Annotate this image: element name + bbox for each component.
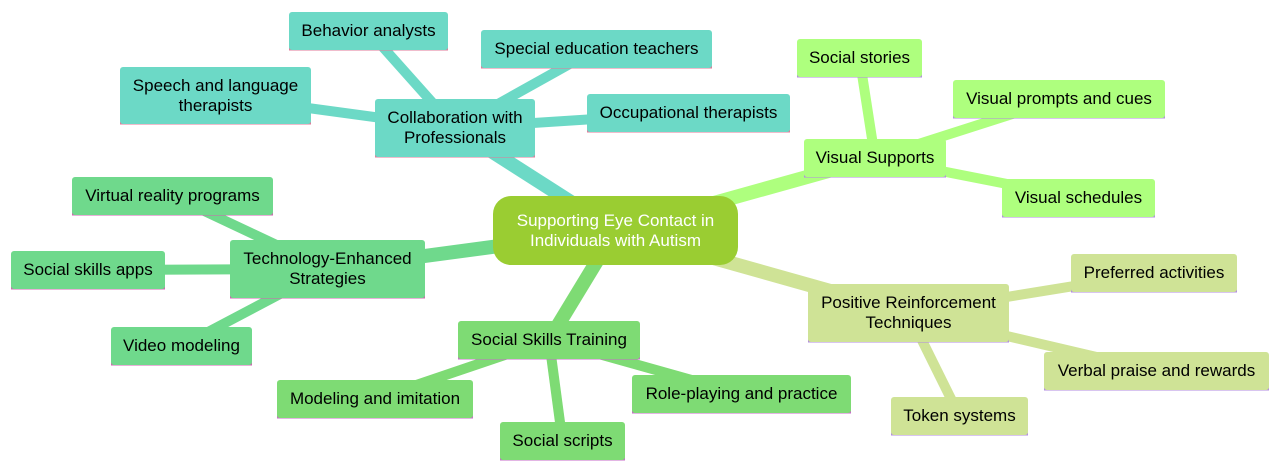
branch-visual-label: Visual Supports: [815, 148, 935, 167]
leaf-scripts[interactable]: Social scripts: [500, 422, 625, 460]
branch-tech[interactable]: Technology-Enhanced Strategies: [230, 240, 425, 298]
leaf-vr[interactable]: Virtual reality programs: [72, 177, 273, 215]
branch-reinforce[interactable]: Positive Reinforcement Techniques: [808, 284, 1009, 342]
leaf-occupational-label: Occupational therapists: [599, 103, 778, 122]
leaf-apps-label: Social skills apps: [23, 260, 153, 279]
branch-tech-label: Technology-Enhanced Strategies: [243, 249, 412, 288]
leaf-preferred[interactable]: Preferred activities: [1071, 254, 1237, 292]
leaf-special-ed[interactable]: Special education teachers: [481, 30, 712, 68]
branch-skills[interactable]: Social Skills Training: [458, 321, 640, 359]
branch-collab[interactable]: Collaboration with Professionals: [375, 99, 535, 157]
leaf-behavior[interactable]: Behavior analysts: [289, 12, 448, 50]
branch-collab-label: Collaboration with Professionals: [387, 108, 523, 147]
leaf-video[interactable]: Video modeling: [111, 327, 252, 365]
leaf-stories[interactable]: Social stories: [797, 39, 922, 77]
leaf-special-ed-label: Special education teachers: [494, 39, 699, 58]
leaf-speech-label: Speech and language therapists: [132, 75, 299, 115]
leaf-modeling[interactable]: Modeling and imitation: [277, 380, 473, 418]
leaf-apps[interactable]: Social skills apps: [11, 251, 165, 289]
branch-skills-label: Social Skills Training: [471, 330, 627, 349]
root-node-label: Supporting Eye Contact in Individuals wi…: [516, 210, 715, 250]
branch-visual[interactable]: Visual Supports: [804, 139, 946, 177]
leaf-video-label: Video modeling: [123, 336, 240, 355]
leaf-schedules-label: Visual schedules: [1014, 188, 1143, 207]
leaf-roleplay-label: Role-playing and practice: [645, 384, 838, 403]
leaf-token-label: Token systems: [903, 406, 1016, 425]
leaf-occupational[interactable]: Occupational therapists: [587, 94, 790, 132]
branch-reinforce-label: Positive Reinforcement Techniques: [821, 293, 996, 332]
leaf-prompts[interactable]: Visual prompts and cues: [953, 80, 1165, 118]
leaf-modeling-label: Modeling and imitation: [289, 389, 461, 408]
leaf-stories-label: Social stories: [808, 48, 911, 67]
leaf-schedules[interactable]: Visual schedules: [1002, 179, 1155, 217]
leaf-prompts-label: Visual prompts and cues: [966, 89, 1152, 108]
leaf-speech[interactable]: Speech and language therapists: [120, 67, 311, 124]
leaf-preferred-label: Preferred activities: [1083, 263, 1225, 282]
leaf-scripts-label: Social scripts: [512, 431, 613, 450]
leaf-behavior-label: Behavior analysts: [301, 21, 436, 40]
root-node[interactable]: Supporting Eye Contact in Individuals wi…: [493, 196, 738, 265]
leaf-token[interactable]: Token systems: [891, 397, 1028, 435]
leaf-roleplay[interactable]: Role-playing and practice: [632, 375, 851, 413]
leaf-verbal[interactable]: Verbal praise and rewards: [1044, 352, 1269, 390]
leaf-verbal-label: Verbal praise and rewards: [1057, 361, 1256, 380]
leaf-vr-label: Virtual reality programs: [85, 186, 260, 205]
